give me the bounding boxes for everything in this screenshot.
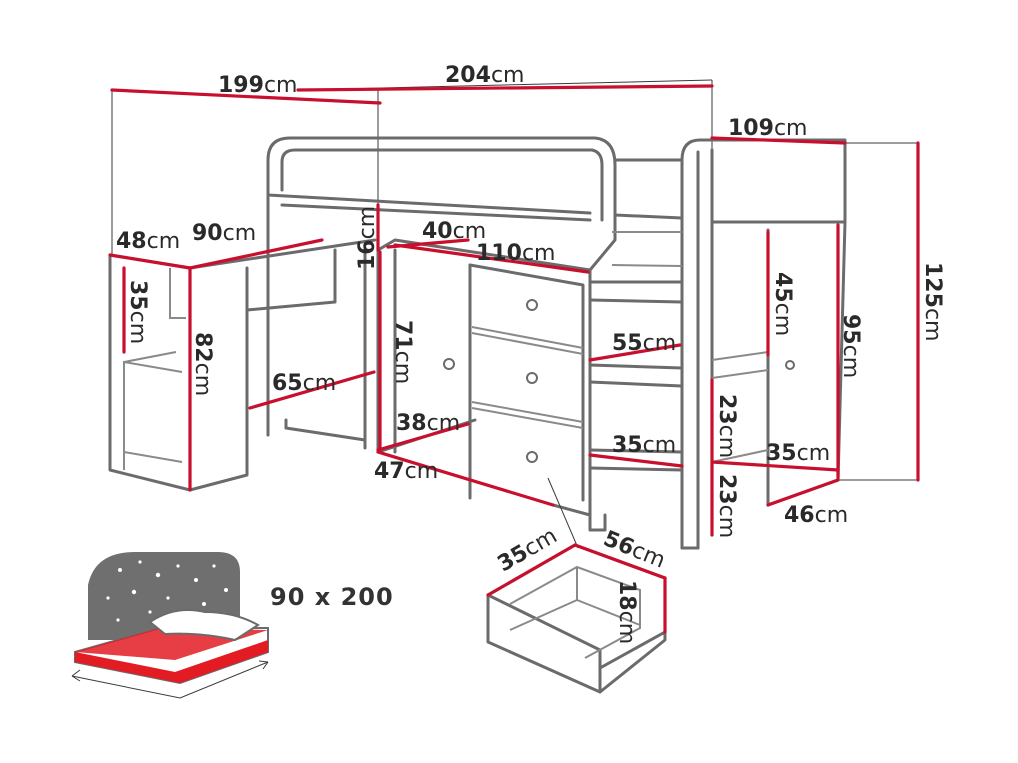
dim-35-drawer-label: 35cm [494, 523, 562, 577]
dim-199-label: 199cm [218, 73, 297, 98]
dim-95-label: 95cm [838, 314, 863, 378]
dim-35-desk-label: 35cm [125, 280, 150, 344]
bed-icon [71, 552, 269, 699]
dim-71-label: 71cm [390, 320, 415, 384]
dim-65-label: 65cm [272, 371, 336, 396]
dim-46-label: 46cm [784, 503, 848, 528]
dim-125-label: 125cm [920, 262, 945, 341]
dim-55-label: 55cm [612, 331, 676, 356]
dim-82-label: 82cm [190, 332, 215, 396]
chest-of-drawers [376, 238, 592, 549]
dim-47-label: 47cm [374, 459, 438, 484]
dim-90-label: 90cm [192, 221, 256, 246]
dim-204-label: 204cm [445, 63, 524, 88]
dim-109-label: 109cm [728, 116, 807, 141]
desk [108, 238, 377, 492]
dim-16-label: 16cm [355, 206, 380, 270]
mattress [75, 640, 268, 683]
dimension-labels: 199cm 204cm 109cm 48cm 90cm 16cm 40cm 11… [116, 63, 945, 644]
dim-35-cabinet-label: 35cm [766, 441, 830, 466]
dim-35-shelf-label: 35cm [612, 433, 676, 458]
mattress-size-label: 90 x 200 [270, 583, 394, 611]
dim-40-label: 40cm [422, 219, 486, 244]
dim-23-lower-label: 23cm [714, 474, 739, 538]
dimension-lines [108, 84, 920, 634]
dim-110-label: 110cm [476, 241, 555, 266]
dim-38-label: 38cm [396, 411, 460, 436]
dim-45-label: 45cm [770, 272, 795, 336]
dim-23-upper-label: 23cm [714, 394, 739, 458]
stairs-unit [588, 213, 684, 532]
pillow [148, 609, 260, 642]
dim-48-label: 48cm [116, 229, 180, 254]
dim-18-label: 18cm [614, 580, 639, 644]
